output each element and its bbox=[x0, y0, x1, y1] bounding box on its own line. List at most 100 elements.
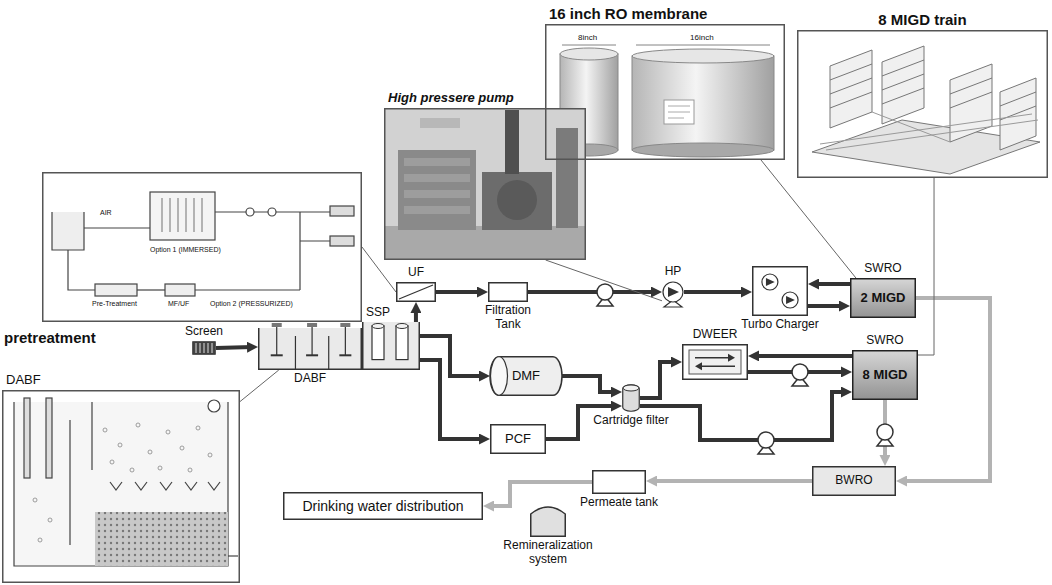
pump-photo bbox=[497, 180, 537, 220]
pump-symbol bbox=[877, 424, 893, 440]
shape-outline bbox=[271, 354, 283, 356]
node-shape bbox=[682, 344, 748, 380]
node-shape bbox=[622, 384, 640, 412]
flow-line bbox=[420, 360, 485, 439]
train-figure bbox=[830, 50, 872, 128]
node-label: DABF bbox=[294, 372, 326, 386]
shape-outline bbox=[663, 282, 683, 302]
dabf-figure bbox=[95, 512, 228, 566]
ro-membrane-figure bbox=[560, 48, 618, 60]
shape-outline bbox=[668, 287, 679, 297]
shape-outline bbox=[853, 351, 918, 400]
pump-symbol bbox=[792, 364, 808, 380]
shape-outline bbox=[490, 357, 562, 396]
shape-outline bbox=[491, 425, 546, 454]
shape-outline bbox=[328, 336, 329, 370]
node-label: DMF bbox=[512, 369, 540, 384]
flow-line bbox=[808, 304, 845, 308]
ro-membrane-figure bbox=[632, 49, 774, 63]
pretreatment-schematic bbox=[68, 250, 95, 290]
shape-outline bbox=[397, 283, 436, 302]
dabf-figure bbox=[14, 398, 238, 566]
inset-frame: DABF bbox=[2, 390, 240, 583]
dabf-figure bbox=[208, 453, 212, 457]
flow-line bbox=[754, 354, 853, 358]
tank-box: Filtration Tank bbox=[488, 282, 528, 302]
shape-outline bbox=[623, 385, 640, 412]
ro-membrane-figure bbox=[632, 143, 774, 157]
flow-line bbox=[420, 336, 485, 376]
dabf-figure bbox=[208, 482, 220, 490]
shape-outline bbox=[345, 327, 346, 355]
leader-line bbox=[546, 260, 662, 301]
train-figure bbox=[950, 64, 992, 142]
shape-outline bbox=[546, 25, 785, 160]
ro-train-box: SWRO2 MIGD bbox=[850, 278, 916, 318]
shape-outline bbox=[372, 324, 384, 329]
pretreatment-schematic bbox=[246, 208, 254, 216]
node-label: PCF bbox=[505, 432, 531, 447]
dabf-figure bbox=[110, 460, 114, 464]
shape-outline bbox=[196, 343, 197, 353]
flow-line bbox=[814, 282, 851, 286]
shape-outline bbox=[340, 323, 350, 327]
pump-photo bbox=[404, 190, 470, 198]
node-label: 16 inch RO membrane bbox=[549, 5, 707, 22]
node-label: High pressere pump bbox=[388, 91, 514, 106]
shape-outline bbox=[193, 342, 216, 355]
node-label: Option 2 (PRESSURIZED) bbox=[210, 300, 293, 308]
shape-outline bbox=[200, 343, 201, 353]
ro-membrane-figure bbox=[560, 45, 774, 157]
shape-outline bbox=[295, 336, 296, 370]
shape-outline bbox=[702, 366, 735, 368]
shape-outline bbox=[307, 323, 317, 327]
shape-outline bbox=[683, 345, 748, 380]
pump-photo bbox=[385, 226, 585, 259]
dabf-figure bbox=[160, 482, 172, 490]
dabf-figure bbox=[148, 450, 152, 454]
tank-vessel: Remineralization system bbox=[530, 505, 566, 537]
shape-outline bbox=[728, 354, 735, 362]
shape-outline bbox=[385, 109, 586, 260]
leader-line bbox=[240, 370, 279, 402]
leader-line bbox=[362, 247, 396, 292]
node-label: Remineralization system bbox=[493, 539, 603, 567]
pump-photo bbox=[420, 118, 460, 128]
node-shape bbox=[662, 281, 684, 303]
node-shape bbox=[362, 322, 420, 370]
dabf-figure bbox=[158, 466, 162, 470]
dabf-figure bbox=[196, 426, 200, 430]
dabf-figure bbox=[103, 428, 107, 432]
storage-tank: SSP bbox=[362, 322, 420, 370]
shape-outline bbox=[766, 278, 775, 286]
annotation-label: Pre-Treatment bbox=[92, 300, 137, 308]
permeate-line bbox=[652, 479, 813, 483]
flow-line bbox=[640, 362, 677, 398]
inset-frame: 16 inch RO membrane bbox=[545, 24, 785, 160]
dabf-figure bbox=[33, 423, 212, 542]
pretreatment-schematic bbox=[330, 236, 354, 246]
node-label: DWEER bbox=[693, 328, 738, 342]
shape-outline bbox=[272, 323, 282, 327]
output-box: Drinking water distribution bbox=[283, 492, 483, 520]
flotation-tank: DABF bbox=[258, 328, 362, 370]
dabf-figure bbox=[118, 443, 122, 447]
node-label: DABF bbox=[6, 373, 41, 388]
filter-vessel: Cartridge filter bbox=[622, 384, 640, 412]
shape-outline bbox=[204, 343, 205, 353]
pretreatment-schematic bbox=[95, 284, 137, 296]
dabf-figure bbox=[166, 430, 170, 434]
node-shape bbox=[797, 30, 1048, 178]
shape-outline bbox=[284, 493, 483, 520]
flow-line bbox=[640, 392, 847, 440]
dabf-figure bbox=[69, 420, 70, 545]
pretreatment-schematic bbox=[165, 284, 195, 296]
flow-line bbox=[436, 290, 483, 294]
annotation-label: 16inch bbox=[690, 33, 714, 42]
pump-photo bbox=[404, 206, 470, 214]
shape-outline bbox=[531, 507, 566, 536]
shape-outline bbox=[43, 173, 362, 322]
node-label: 8 MIGD train bbox=[878, 11, 966, 28]
node-shape bbox=[384, 108, 586, 260]
